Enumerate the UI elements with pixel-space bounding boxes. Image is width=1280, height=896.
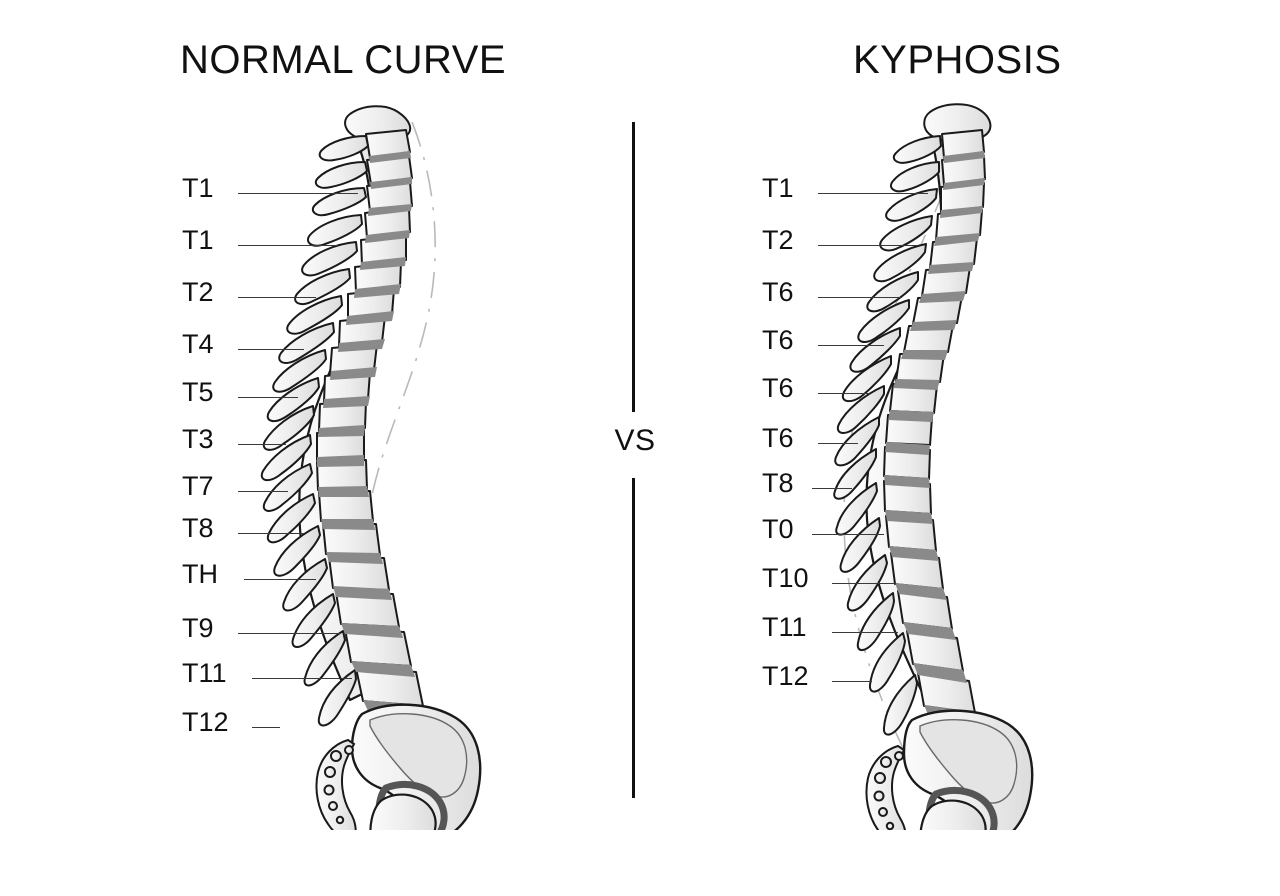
normal-curve-leader-line-0: [238, 193, 358, 194]
normal-curve-label-4: T5: [182, 377, 214, 407]
kyphosis-leader-line-10: [832, 681, 872, 682]
kyphosis-leader-line-4: [818, 393, 870, 394]
spinous-process: [889, 161, 940, 193]
normal-curve-leader-line-11: [252, 727, 280, 728]
normal-curve-leader-line-10: [252, 678, 352, 679]
spinous-process: [282, 558, 328, 612]
normal-curve-leader-line-3: [238, 349, 304, 350]
spinous-process: [273, 525, 321, 577]
normal-curve-leader-line-9: [238, 633, 340, 634]
iliac-fossa: [919, 719, 1018, 804]
spinous-process: [882, 674, 918, 736]
normal-curve-label-3: T4: [182, 329, 214, 359]
kyphosis-label-0: T1: [762, 173, 794, 203]
normal-curve-leader-line-5: [238, 444, 286, 445]
kyphosis-leader-line-5: [818, 443, 858, 444]
sacrum-coccyx: [315, 738, 357, 830]
normal-curve-label-9: T9: [182, 613, 214, 643]
spinous-process: [318, 135, 369, 162]
spinous-process: [262, 405, 315, 451]
right-panel-title: KYPHOSIS: [853, 38, 1062, 82]
normal-curve-label-8: TH: [182, 559, 218, 589]
kyphosis-label-8: T10: [762, 563, 809, 593]
kyphosis-leader-line-1: [818, 245, 918, 246]
spinous-process: [286, 295, 343, 335]
normal-curve-label-11: T12: [182, 707, 229, 737]
normal-curve-label-5: T3: [182, 424, 214, 454]
spinous-process: [856, 592, 895, 651]
spinous-process: [879, 215, 933, 252]
spinous-process: [260, 434, 312, 482]
normal-curve-leader-line-6: [238, 491, 288, 492]
kyphosis-label-4: T6: [762, 373, 794, 403]
spinous-process: [266, 493, 316, 544]
spinous-process: [885, 188, 938, 222]
spinous-process: [857, 299, 910, 344]
normal-curve-leader-line-7: [238, 533, 304, 534]
kyphosis-label-1: T2: [762, 225, 794, 255]
kyphosis-leader-line-0: [818, 193, 928, 194]
kyphosis-spine-illustration: [790, 100, 1050, 830]
femur-head: [919, 799, 987, 830]
spinous-process: [266, 377, 320, 423]
posture-guide-curve: [364, 121, 436, 773]
kyphosis-leader-line-9: [832, 632, 898, 633]
kyphosis-label-7: T0: [762, 514, 794, 544]
spinous-process: [849, 327, 901, 373]
spinous-process: [846, 554, 888, 612]
kyphosis-leader-line-6: [812, 488, 852, 489]
normal-curve-label-6: T7: [182, 471, 214, 501]
spinous-process: [301, 241, 358, 277]
kyphosis-leader-line-8: [832, 583, 896, 584]
normal-curve-label-10: T11: [182, 658, 227, 688]
spinous-process: [262, 463, 313, 512]
normal-curve-label-7: T8: [182, 513, 214, 543]
spinous-process: [866, 271, 919, 313]
kyphosis-label-6: T8: [762, 468, 794, 498]
normal-curve-leader-line-4: [238, 397, 298, 398]
normal-curve-label-0: T1: [182, 173, 214, 203]
iliac-fossa: [369, 713, 468, 798]
divider-line-top: [632, 122, 635, 412]
vs-label: VS: [614, 424, 656, 457]
kyphosis-leader-line-7: [812, 534, 884, 535]
spinous-process: [873, 243, 927, 283]
spinous-process: [834, 416, 880, 467]
divider-line-bottom: [632, 478, 635, 798]
spinous-process: [836, 385, 885, 434]
spinous-process: [317, 669, 357, 727]
spinous-process: [294, 268, 351, 305]
left-panel-title: NORMAL CURVE: [180, 38, 507, 82]
spinous-process: [272, 349, 327, 393]
normal-curve-leader-line-1: [238, 245, 338, 246]
spinous-process: [278, 322, 335, 364]
femur-head: [369, 793, 437, 830]
spinous-process: [868, 632, 906, 693]
normal-curve-label-2: T2: [182, 277, 214, 307]
spinous-process: [314, 161, 368, 189]
normal-curve-leader-line-8: [244, 579, 316, 580]
kyphosis-label-10: T12: [762, 661, 809, 691]
spinous-process: [303, 630, 346, 687]
normal-curve-label-1: T1: [182, 225, 214, 255]
kyphosis-label-5: T6: [762, 423, 794, 453]
kyphosis-label-2: T6: [762, 277, 794, 307]
spinous-process: [839, 517, 881, 573]
kyphosis-leader-line-2: [818, 297, 902, 298]
kyphosis-label-3: T6: [762, 325, 794, 355]
normal-spine-illustration: [230, 100, 490, 830]
kyphosis-label-9: T11: [762, 612, 807, 642]
spinous-process: [841, 355, 892, 403]
spinous-process: [892, 135, 942, 164]
spinous-process: [833, 448, 877, 500]
spinous-process: [306, 214, 363, 247]
intervertebral-discs: [317, 151, 426, 717]
intervertebral-discs: [884, 151, 985, 725]
normal-curve-leader-line-2: [238, 297, 316, 298]
sacrum-coccyx: [865, 744, 906, 830]
kyphosis-leader-line-3: [818, 345, 884, 346]
